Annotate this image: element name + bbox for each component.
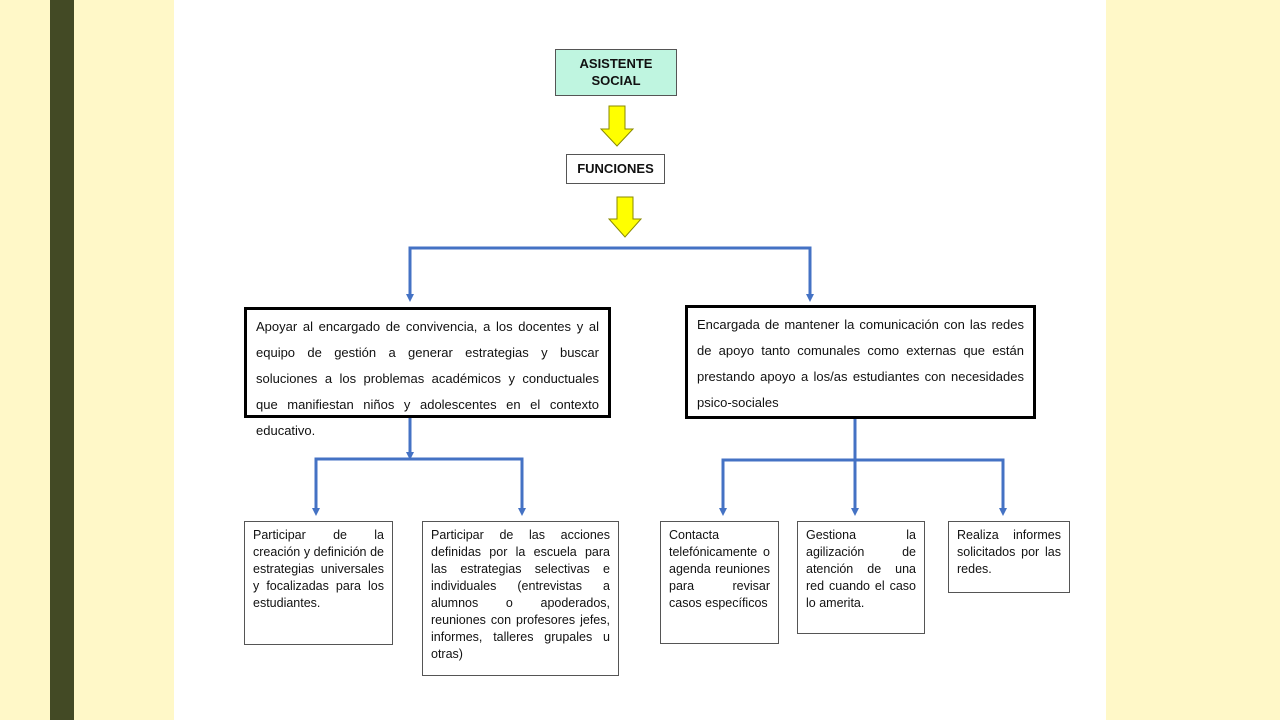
node-contacta: Contacta telefónicamente o agenda reunio… <box>660 521 779 644</box>
node-participar-creacion: Participar de la creación y definición d… <box>244 521 393 645</box>
node-encargada-comunicacion: Encargada de mantener la comunicación co… <box>685 305 1036 419</box>
node-apoyar-encargado: Apoyar al encargado de convivencia, a lo… <box>244 307 611 438</box>
node-participar-acciones: Participar de las acciones definidas por… <box>422 521 619 676</box>
left-decorative-stripe <box>50 0 74 720</box>
node-asistente-social: ASISTENTE SOCIAL <box>555 49 677 96</box>
node-realiza-informes: Realiza informes solicitados por las red… <box>948 521 1070 593</box>
node-funciones: FUNCIONES <box>566 154 665 184</box>
node-gestiona: Gestiona la agilización de atención de u… <box>797 521 925 634</box>
